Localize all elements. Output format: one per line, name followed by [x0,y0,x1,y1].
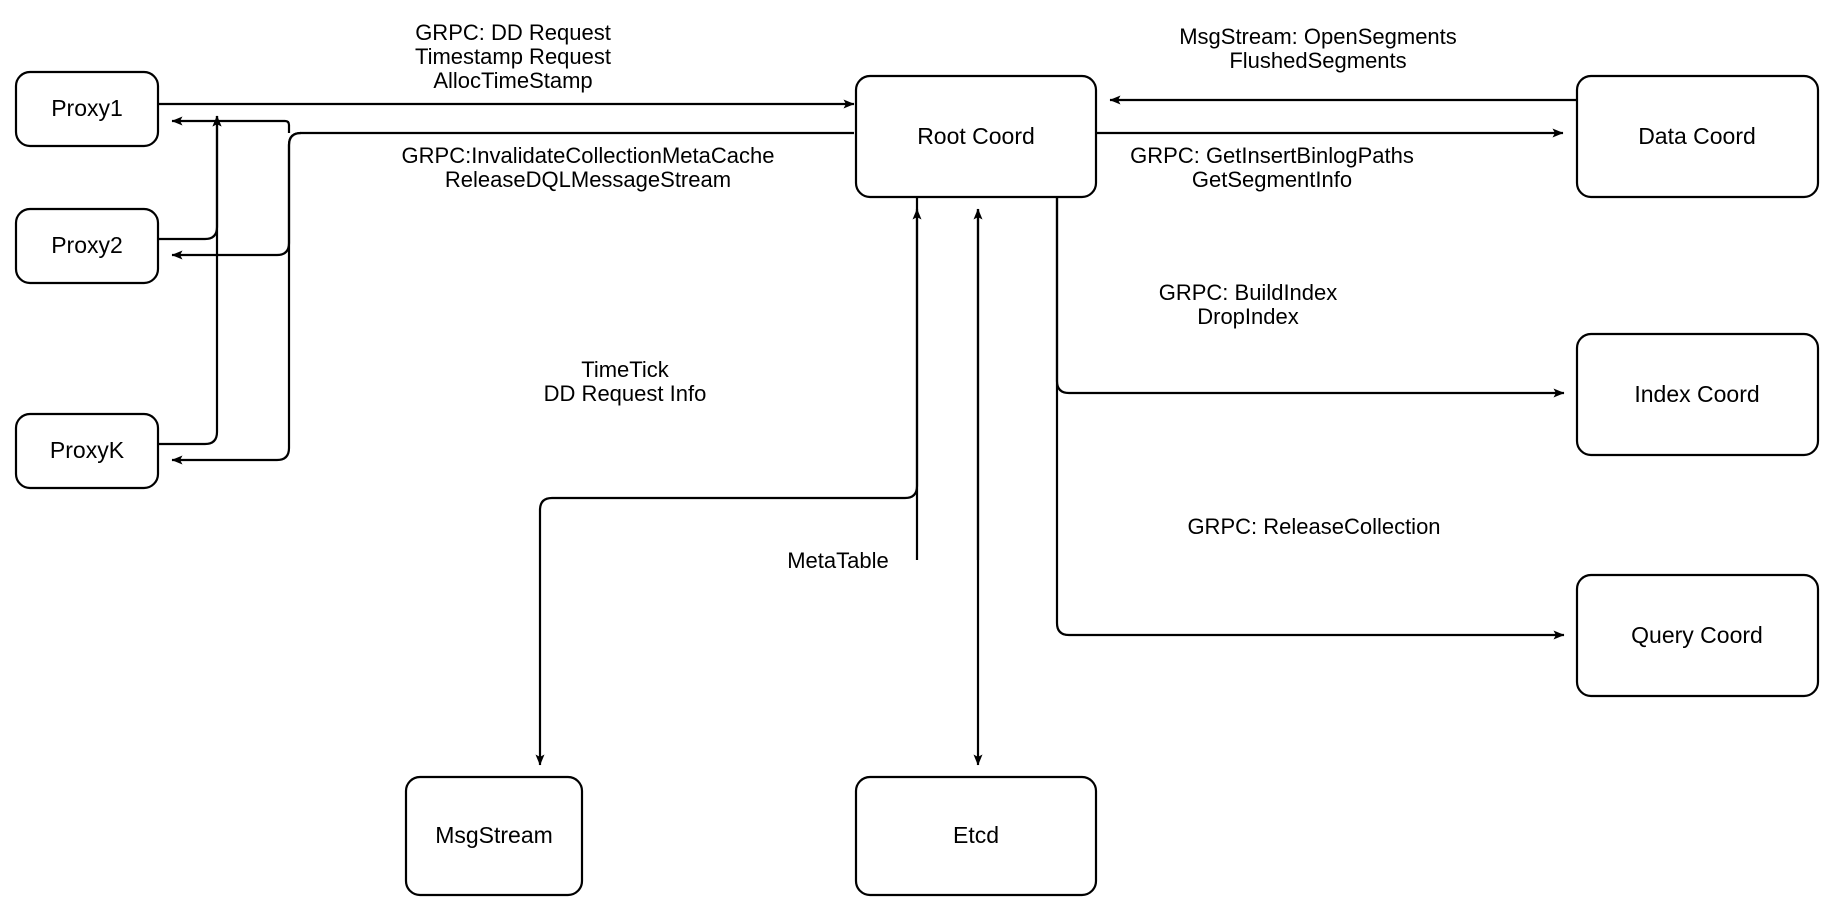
node-index-coord[interactable]: Index Coord [1575,332,1820,457]
query-coord-label: Query Coord [1631,622,1763,648]
node-etcd[interactable]: Etcd [854,775,1098,897]
root-coord-label: Root Coord [917,123,1035,149]
edge-label-line-2: FlushedSegments [1229,48,1406,73]
node-data-coord[interactable]: Data Coord [1575,74,1820,199]
edge-label-proxy-to-root-coord: GRPC: DD Request Timestamp Request Alloc… [415,20,611,93]
node-proxy2[interactable]: Proxy2 [14,207,160,285]
edge-label-root-coord-to-query-coord: GRPC: ReleaseCollection [1187,514,1440,539]
data-coord-box[interactable] [1575,74,1820,199]
node-proxy1[interactable]: Proxy1 [14,70,160,148]
edge-label-line-2: Timestamp Request [415,44,611,69]
edge-label-line-1: MetaTable [787,548,889,573]
msgstream-box[interactable] [404,775,584,897]
proxy1-label: Proxy1 [51,95,123,121]
edge-label-line-1: GRPC: DD Request [415,20,611,45]
edge-proxy-to-root-coord [158,99,855,446]
etcd-box[interactable] [854,775,1098,897]
etcd-label: Etcd [953,822,999,848]
edge-root-coord-to-msgstream [535,197,919,766]
data-coord-label: Data Coord [1638,123,1756,149]
proxyk-label: ProxyK [50,437,125,463]
edge-label-line-3: AllocTimeStamp [433,68,592,93]
edge-label-root-coord-to-msgstream: TimeTick DD Request Info [544,357,707,406]
edge-label-line-1: GRPC: BuildIndex [1159,280,1338,305]
root-coord-box[interactable] [854,74,1098,199]
edge-label-line-2: ReleaseDQLMessageStream [445,167,731,192]
edge-label-line-2: DD Request Info [544,381,707,406]
edge-label-line-1: MsgStream: OpenSegments [1179,24,1457,49]
proxy2-label: Proxy2 [51,232,123,258]
edge-root-coord-to-proxy [171,116,854,465]
edge-label-data-coord-to-root-coord: MsgStream: OpenSegments FlushedSegments [1179,24,1457,73]
edge-label-root-coord-to-etcd: MetaTable [787,548,889,573]
msgstream-label: MsgStream [435,822,553,848]
query-coord-box[interactable] [1575,573,1820,698]
proxy1-box[interactable] [14,70,160,148]
edge-label-root-coord-to-proxy: GRPC:InvalidateCollectionMetaCache Relea… [402,143,775,192]
index-coord-label: Index Coord [1634,381,1759,407]
edge-label-line-1: GRPC:InvalidateCollectionMetaCache [402,143,775,168]
edge-label-root-coord-to-data-coord: GRPC: GetInsertBinlogPaths GetSegmentInf… [1130,143,1414,192]
node-msgstream[interactable]: MsgStream [404,775,584,897]
edge-label-root-coord-to-index-coord: GRPC: BuildIndex DropIndex [1159,280,1338,329]
node-query-coord[interactable]: Query Coord [1575,573,1820,698]
proxyk-box[interactable] [14,412,160,490]
edge-label-line-1: TimeTick [581,357,670,382]
edge-label-line-1: GRPC: ReleaseCollection [1187,514,1440,539]
edge-label-line-2: DropIndex [1197,304,1299,329]
proxy2-box[interactable] [14,207,160,285]
edge-label-line-2: GetSegmentInfo [1192,167,1352,192]
node-root-coord[interactable]: Root Coord [854,74,1098,199]
node-proxyk[interactable]: ProxyK [14,412,160,490]
edge-root-coord-to-query-coord [1055,197,1565,640]
edge-label-line-1: GRPC: GetInsertBinlogPaths [1130,143,1414,168]
index-coord-box[interactable] [1575,332,1820,457]
